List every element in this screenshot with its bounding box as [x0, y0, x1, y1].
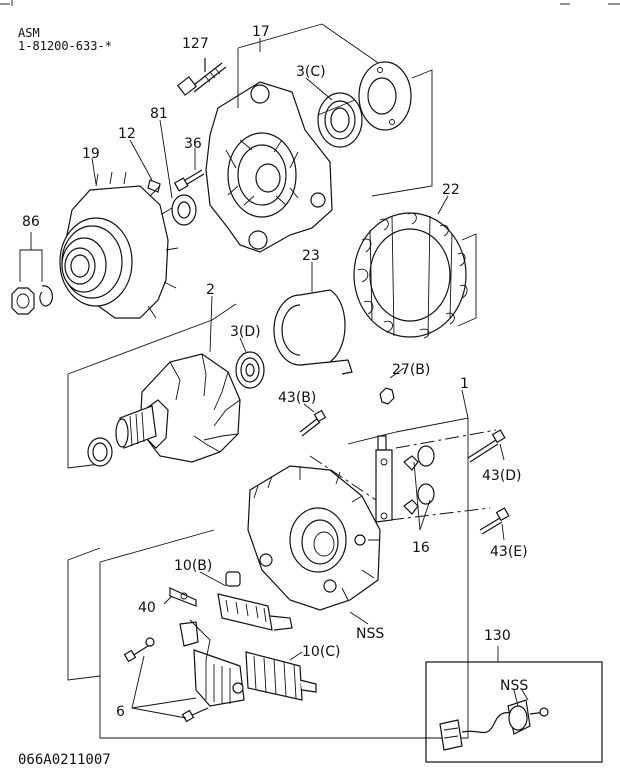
callout-6: 6: [116, 704, 125, 720]
callout-labels: 127 17 3(C) 81 12 36 19 86 22 23 2 3(D) …: [22, 24, 528, 720]
callout-86: 86: [22, 214, 40, 230]
callout-nss-main: NSS: [356, 626, 384, 642]
assembly-part-number: 1-81200-633-*: [18, 39, 112, 53]
drawing-code: 066A0211007: [18, 752, 111, 768]
callout-1: 1: [460, 376, 469, 392]
screw-6a: [123, 637, 155, 663]
bolt-43b: [299, 409, 327, 437]
rectifier-10b: [217, 571, 293, 631]
screw-6b: [181, 707, 209, 723]
callout-43b: 43(B): [278, 390, 316, 406]
bolt-127: [176, 58, 227, 96]
corner-marks: [0, 0, 620, 6]
callout-2: 2: [206, 282, 215, 298]
callout-36: 36: [184, 136, 202, 152]
callout-127: 127: [182, 36, 209, 52]
callout-43e: 43(E): [490, 544, 528, 560]
bolt-43e: [479, 507, 510, 535]
rectifier-10c: [245, 651, 317, 701]
spring-washer-86: [39, 285, 53, 307]
callout-nss-box: NSS: [500, 678, 528, 694]
callout-10b: 10(B): [174, 558, 212, 574]
voltage-regulator: [179, 619, 245, 707]
nut-27b: [379, 387, 395, 405]
harness-box-130: [425, 646, 603, 763]
callout-3d: 3(D): [230, 324, 261, 340]
callout-81: 81: [150, 106, 168, 122]
callout-12: 12: [118, 126, 136, 142]
assembly-label: ASM: [18, 26, 40, 40]
spacer-ring: [87, 437, 113, 467]
connector-bracket-40: [169, 587, 197, 607]
rear-bracket-1: [247, 465, 381, 611]
washer-81: [171, 194, 197, 226]
callout-3c: 3(C): [296, 64, 326, 80]
callout-27b: 27(B): [392, 362, 430, 378]
front-bracket-17: [205, 81, 333, 253]
bearing-3d: [235, 351, 265, 389]
callout-43d: 43(D): [482, 468, 522, 484]
brush-holder-23: [273, 289, 353, 375]
callout-23: 23: [302, 248, 320, 264]
screw-36: [173, 169, 205, 192]
callout-16: 16: [412, 540, 430, 556]
terminal-plate: [375, 435, 435, 523]
stator-22: [353, 212, 468, 339]
bolt-43d: [467, 429, 506, 463]
fan-pulley-19: [59, 171, 179, 319]
rotor-2: [115, 353, 241, 463]
nut-86: [11, 287, 35, 315]
bearing-3c: [317, 92, 363, 148]
callout-10c: 10(C): [302, 644, 341, 660]
callout-40: 40: [138, 600, 156, 616]
callout-19: 19: [82, 146, 100, 162]
callout-22: 22: [442, 182, 460, 198]
leader-nss: [349, 611, 369, 625]
bearing-cover-plate: [358, 61, 412, 131]
callout-17: 17: [252, 24, 270, 40]
woodruff-key-12: [147, 179, 161, 193]
callout-130: 130: [484, 628, 511, 644]
